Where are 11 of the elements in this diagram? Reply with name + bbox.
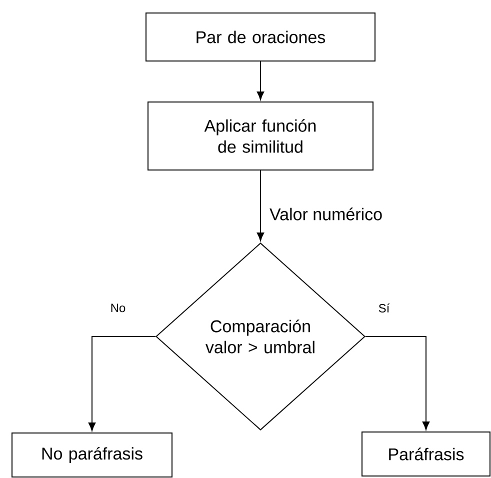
arrow <box>365 336 430 430</box>
edge-label: Sí <box>377 302 391 314</box>
arrow <box>88 336 156 432</box>
process-box: Aplicar función de similitud <box>148 102 374 170</box>
arrow <box>256 61 264 100</box>
edge-label: No <box>109 302 127 314</box>
process-box: Par de oraciones <box>146 12 376 62</box>
edge-label: Valor numérico <box>268 206 384 222</box>
arrow <box>256 170 264 242</box>
process-box: Paráfrasis <box>362 432 490 476</box>
process-box: No paráfrasis <box>12 432 172 478</box>
